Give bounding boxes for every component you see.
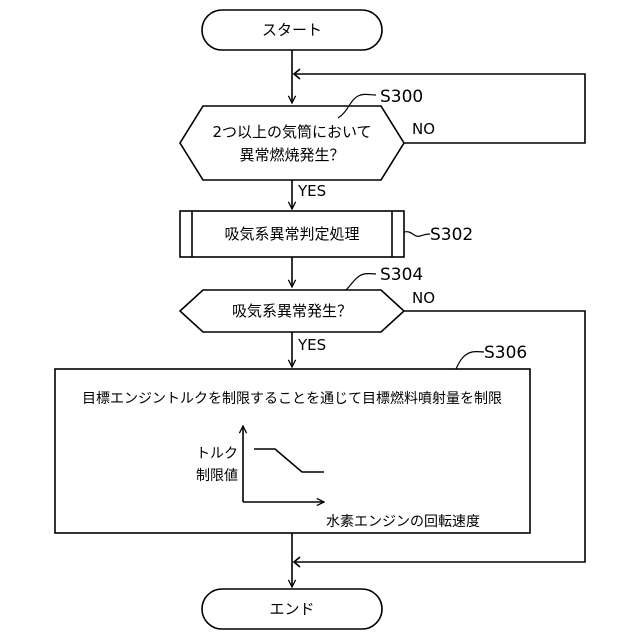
decision-s304: 吸気系異常発生？ <box>180 290 404 332</box>
s304-question: 吸気系異常発生？ <box>232 302 352 320</box>
start-terminal: スタート <box>202 10 382 50</box>
s300-no-label: NO <box>412 120 435 138</box>
s300-yes-label: YES <box>297 182 326 200</box>
decision-s300: 2つ以上の気筒において 異常燃焼発生？ <box>180 106 404 180</box>
s300-question-line1: 2つ以上の気筒において <box>212 123 371 141</box>
s302-text: 吸気系異常判定処理 <box>224 225 359 243</box>
s302-id: S302 <box>430 225 473 245</box>
end-terminal: エンド <box>202 589 382 629</box>
process-s302: 吸気系異常判定処理 <box>180 211 404 257</box>
s304-yes-label: YES <box>297 336 326 354</box>
s302-step-label: S302 <box>404 225 473 245</box>
s304-id: S304 <box>380 265 423 285</box>
s300-id: S300 <box>380 87 423 107</box>
s304-step-label: S304 <box>346 265 423 290</box>
s300-question-line2: 異常燃焼発生？ <box>239 146 344 164</box>
s306-text: 目標エンジントルクを制限することを通じて目標燃料噴射量を制限 <box>82 390 502 407</box>
graph-xlabel: 水素エンジンの回転速度 <box>326 514 480 530</box>
s304-no-label: NO <box>412 289 435 307</box>
process-s306: 目標エンジントルクを制限することを通じて目標燃料噴射量を制限 <box>55 369 530 533</box>
graph-ylabel-line1: トルク <box>196 446 238 462</box>
s306-step-label: S306 <box>456 343 527 369</box>
end-label: エンド <box>269 600 314 618</box>
graph-ylabel-line2: 制限値 <box>196 468 238 484</box>
s306-id: S306 <box>484 343 527 363</box>
start-label: スタート <box>262 21 322 39</box>
